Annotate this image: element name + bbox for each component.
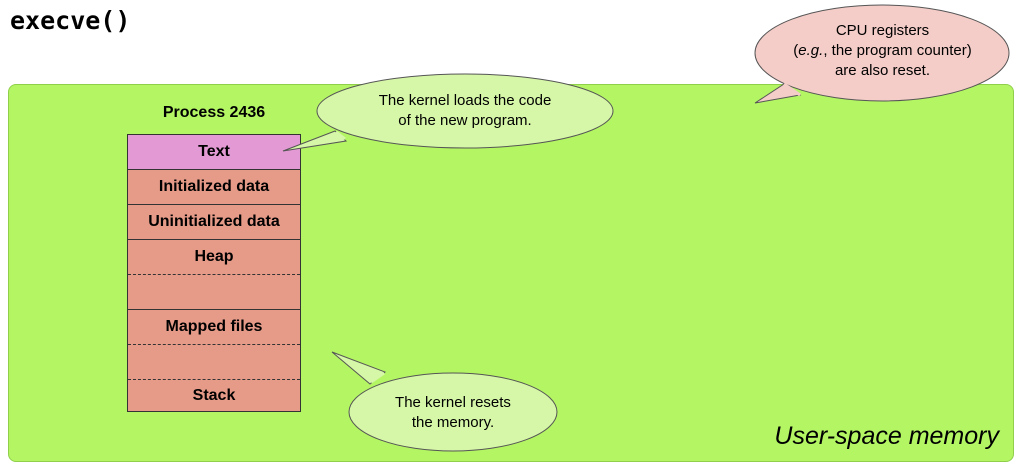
region-label: User-space memory <box>774 422 999 450</box>
segment-uninitialized-data: Uninitialized data <box>128 205 300 240</box>
cpu-callout-bubble <box>754 4 1010 104</box>
process-memory-layout: Text Initialized data Uninitialized data… <box>127 134 301 412</box>
page-title: execve() <box>10 6 131 35</box>
process-title: Process 2436 <box>162 104 266 121</box>
segment-stack: Stack <box>192 387 236 404</box>
segment-mapped-gap <box>128 345 300 380</box>
segment-heap-gap <box>128 275 300 310</box>
kernel-code-callout-text: The kernel loads the code of the new pro… <box>378 92 552 129</box>
kernel-code-callout-bubble <box>282 73 614 152</box>
kernel-mem-callout-bubble <box>331 351 558 452</box>
segment-mapped-files: Mapped files <box>128 310 300 345</box>
segment-initialized-data: Initialized data <box>128 170 300 205</box>
segment-heap: Heap <box>128 240 300 275</box>
segment-text: Text <box>128 135 300 170</box>
kernel-mem-callout-text: The kernel resets the memory. <box>395 394 511 431</box>
cpu-callout-text: CPU registers (e.g., the program counter… <box>793 22 972 79</box>
